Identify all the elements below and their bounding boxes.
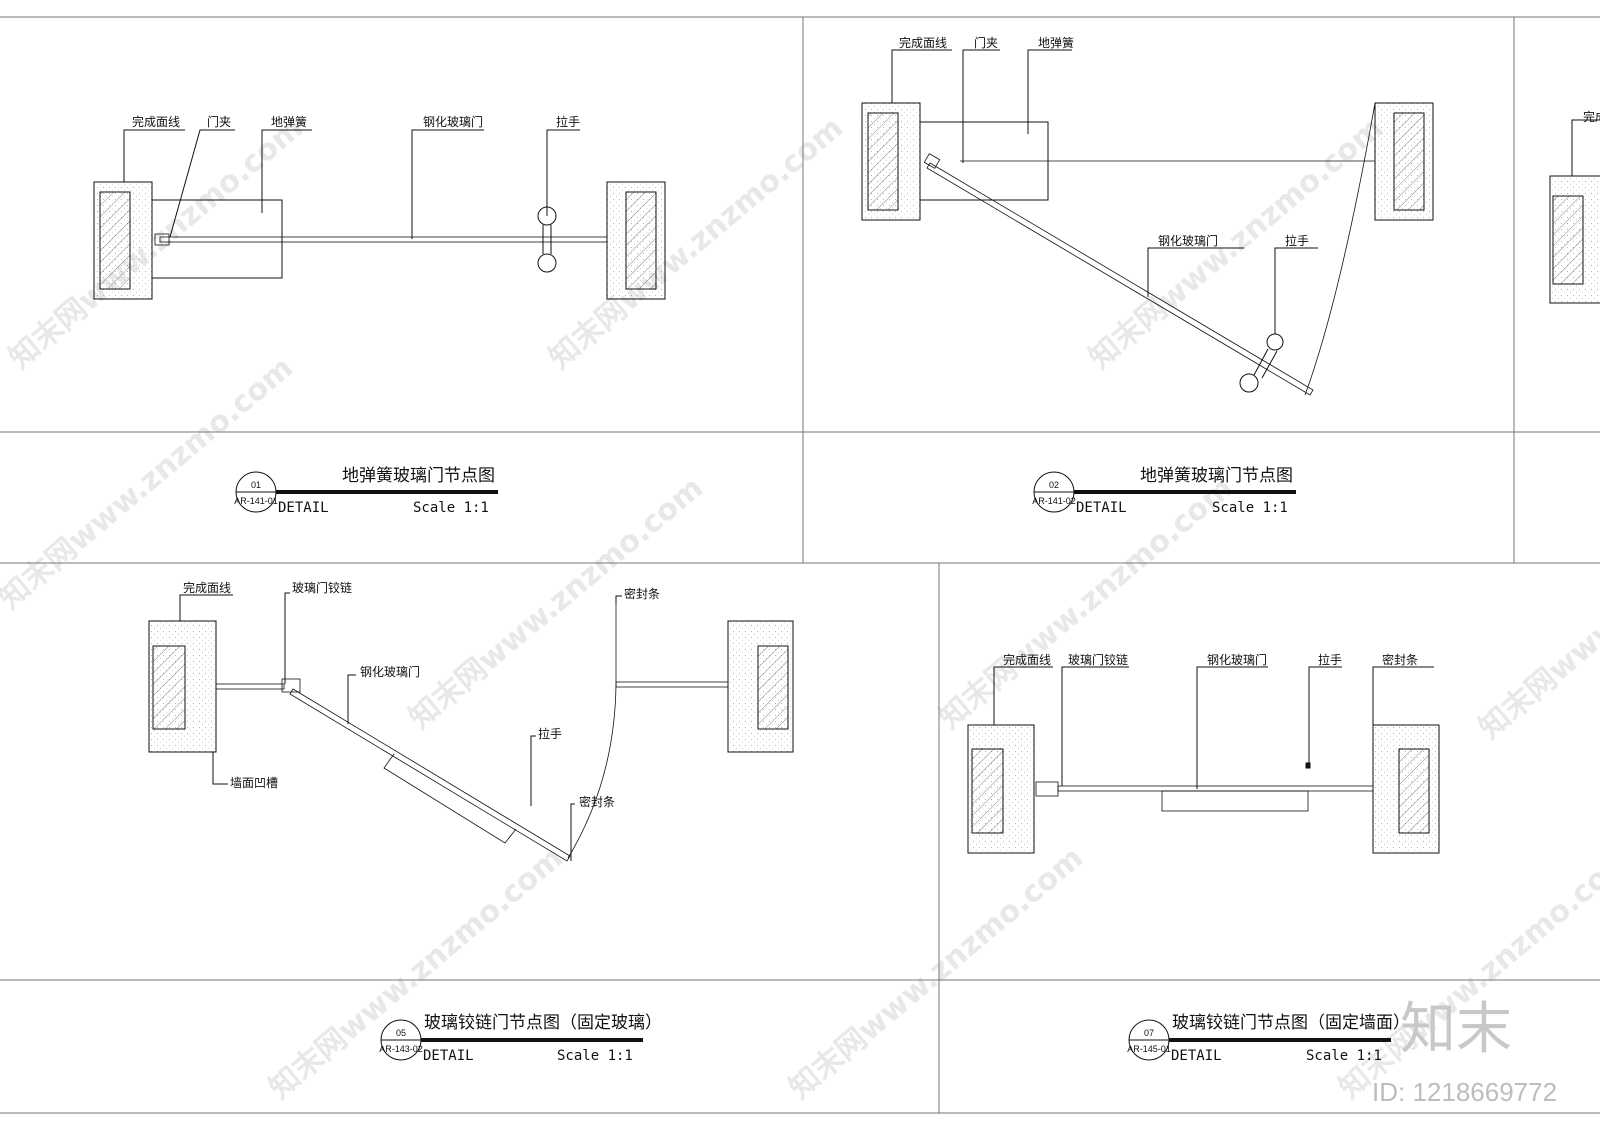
image-id: ID: 1218669772 (1372, 1077, 1557, 1107)
label-tempered-glass-door: 钢化玻璃门 (423, 114, 483, 129)
fixed-glass-panel (215, 683, 285, 690)
sheet-frame (0, 16, 1600, 1114)
glass-door-panel (159, 236, 608, 243)
sheet-reference: AR-143-02 (379, 1044, 423, 1054)
label-tempered-glass-door: 钢化玻璃门 (1207, 652, 1267, 667)
door-swing-arc (1304, 102, 1376, 396)
label-wall-groove: 墙面凹槽 (230, 776, 278, 790)
sheet-reference: AR-145-01 (1127, 1044, 1171, 1054)
label-glass-hinge: 玻璃门铰链 (292, 580, 352, 595)
panel-01-labels: 完成面线 门夹 地弹簧 钢化玻璃门 拉手 (132, 114, 580, 129)
panel-07-glass-hinge-door-fixed-wall (967, 666, 1440, 854)
watermark-text: 知末网www.znzmo.com (263, 840, 570, 1106)
detail-number: 02 (1049, 480, 1059, 490)
brand-logo: 知末 (1400, 997, 1512, 1062)
detail-label: DETAIL (1171, 1048, 1222, 1064)
label-handle: 拉手 (1285, 233, 1309, 248)
panel-02-labels: 完成面线 门夹 地弹簧 钢化玻璃门 拉手 (899, 35, 1309, 248)
handle-symbol (537, 206, 557, 273)
label-seal-strip: 密封条 (624, 586, 660, 601)
label-finish-line: 完成面线 (899, 35, 947, 50)
watermark-text: 知末网www.znzmo.com (1083, 110, 1390, 376)
drawing-title: 玻璃铰链门节点图（固定墙面） (1172, 1013, 1410, 1033)
label-seal-strip: 密封条 (1382, 652, 1418, 667)
label-finish-line: 完成面线 (1003, 652, 1051, 667)
watermark-text: 知末网www.znzmo.com (783, 840, 1090, 1106)
glass-door-panel (1057, 785, 1374, 792)
drawing-title: 地弹簧玻璃门节点图 (1140, 466, 1293, 486)
label-seal-strip: 密封条 (579, 794, 615, 809)
scale-label: Scale 1:1 (1212, 500, 1288, 516)
label-handle: 拉手 (1318, 652, 1342, 667)
fixed-glass-panel-right (615, 681, 729, 688)
detail-number: 05 (396, 1028, 406, 1038)
watermark-text: 知末网www.znzmo.com (1333, 840, 1600, 1106)
panel-07-labels: 完成面线 玻璃门铰链 钢化玻璃门 拉手 密封条 (1003, 652, 1418, 667)
wall-section-left (861, 102, 921, 221)
sheet-reference: AR-141-01 (234, 496, 278, 506)
panel-01-title-block: 01 AR-141-01 地弹簧玻璃门节点图 DETAIL Scale 1:1 (234, 466, 498, 516)
panel-01-floor-spring-door-closed (93, 129, 666, 300)
detail-label: DETAIL (1076, 500, 1127, 516)
watermark-text: 知末网www.znzmo.com (3, 110, 310, 376)
label-floor-spring: 地弹簧 (271, 114, 307, 129)
glass-door-panel (289, 688, 571, 862)
label-tempered-glass-door: 钢化玻璃门 (360, 664, 420, 679)
wall-section-left (148, 620, 217, 753)
detail-number: 01 (251, 480, 261, 490)
glass-door-panel (926, 162, 1314, 396)
door-clamp (154, 233, 170, 246)
panel-05-glass-hinge-door-fixed-glass (148, 592, 794, 862)
detail-number: 07 (1144, 1028, 1154, 1038)
door-swing-arc (567, 683, 617, 859)
scale-label: Scale 1:1 (1306, 1048, 1382, 1064)
panel-05-title-block: 05 AR-143-02 玻璃铰链门节点图（固定玻璃） DETAIL Scale… (379, 1013, 662, 1064)
handle-bar (383, 753, 517, 844)
wall-section-left (93, 181, 153, 300)
watermark-text: 知末网www.znzmo.com (1473, 480, 1600, 746)
detail-label: DETAIL (278, 500, 329, 516)
label-glass-hinge: 玻璃门铰链 (1068, 652, 1128, 667)
panel-02-floor-spring-door-open (861, 49, 1434, 396)
wall-section-right (606, 181, 666, 300)
drawing-title: 地弹簧玻璃门节点图 (342, 466, 495, 486)
label-handle: 拉手 (556, 114, 580, 129)
panel-02-title-block: 02 AR-141-02 地弹簧玻璃门节点图 DETAIL Scale 1:1 (1032, 466, 1296, 516)
handle-symbol (1239, 333, 1284, 393)
label-door-clamp: 门夹 (207, 114, 231, 129)
wall-section-right (1372, 724, 1440, 854)
label-tempered-glass-door: 钢化玻璃门 (1158, 233, 1218, 248)
wall-section-left (967, 724, 1035, 854)
scale-label: Scale 1:1 (557, 1048, 633, 1064)
panel-07-title-block: 07 AR-145-01 玻璃铰链门节点图（固定墙面） DETAIL Scale… (1127, 1013, 1410, 1064)
sheet-reference: AR-141-02 (1032, 496, 1076, 506)
detail-label: DETAIL (423, 1048, 474, 1064)
label-door-clamp: 门夹 (974, 35, 998, 50)
label-handle: 拉手 (538, 726, 562, 741)
watermark-layer: 知末网www.znzmo.com 知末网www.znzmo.com 知末网www… (0, 110, 1600, 1106)
drawing-title: 玻璃铰链门节点图（固定玻璃） (424, 1013, 662, 1033)
panel-05-labels: 完成面线 玻璃门铰链 钢化玻璃门 密封条 拉手 密封条 墙面凹槽 (183, 580, 660, 809)
label-finish-line: 完成面线 (132, 114, 180, 129)
label-finish-line: 完成面线 (183, 580, 231, 595)
floor-spring-box (151, 199, 283, 279)
label-finish-line-partial: 完成 (1583, 109, 1600, 124)
wall-section-right (1374, 102, 1434, 221)
watermark-text: 知末网www.znzmo.com (543, 110, 850, 376)
label-floor-spring: 地弹簧 (1038, 35, 1074, 50)
wall-section-right (727, 620, 794, 753)
scale-label: Scale 1:1 (413, 500, 489, 516)
handle-bar (1161, 790, 1309, 812)
panel-03-partial (1549, 119, 1600, 304)
glass-door-hinge (1035, 781, 1059, 797)
